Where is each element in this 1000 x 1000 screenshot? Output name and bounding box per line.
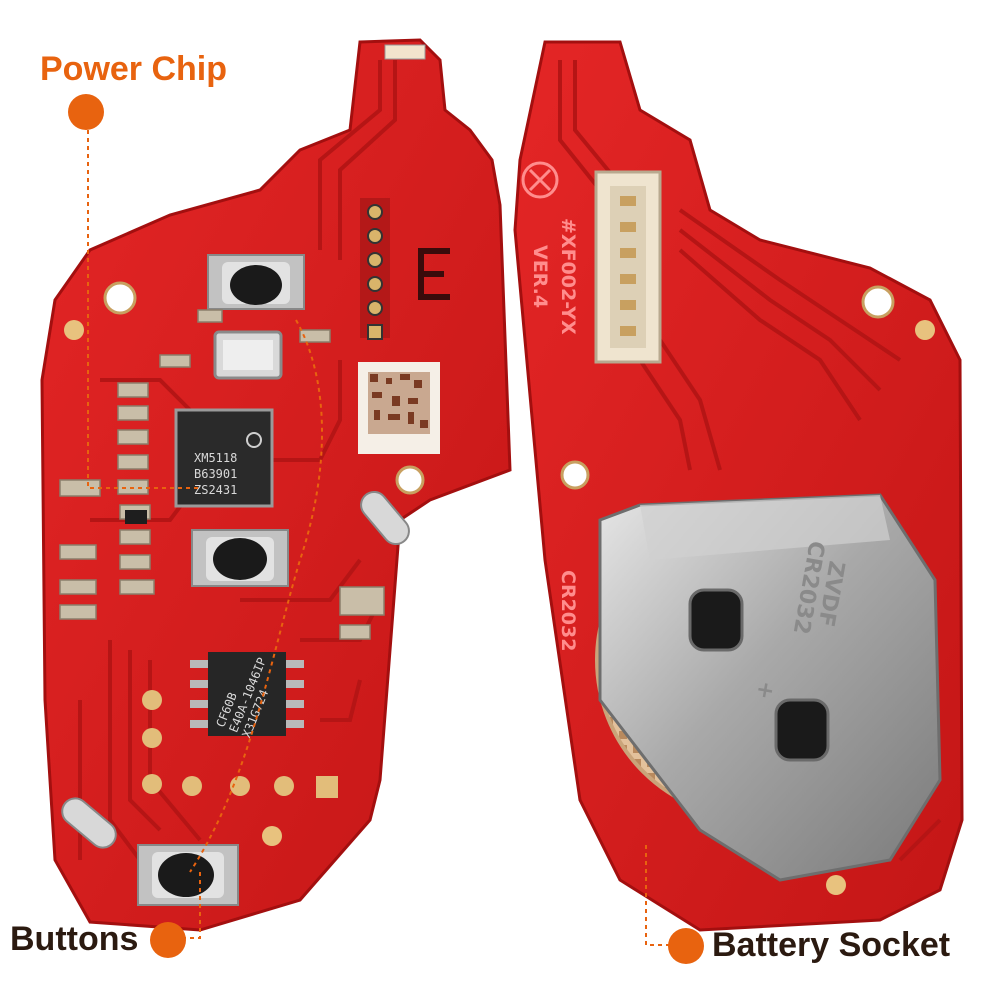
button-switch-top [207, 254, 305, 310]
svg-text:#XF002-YX: #XF002-YX [557, 218, 579, 335]
svg-text:B63901: B63901 [194, 467, 237, 481]
left-pcb-board: XM5118 B63901 ZS2431 [40, 38, 512, 939]
battery-connector-header [594, 170, 662, 364]
callout-buttons: Buttons [10, 920, 139, 958]
button-switch-middle [191, 529, 289, 587]
callout-power-chip: Power Chip [40, 50, 228, 88]
qr-sticker [358, 362, 440, 454]
svg-text:CR2032: CR2032 [557, 570, 579, 651]
right-pcb-board: #XF002-YX VER.4 CR2032 ZVDF CR2032 + [513, 40, 964, 946]
power-chip: XM5118 B63901 ZS2431 [174, 408, 274, 508]
battery-socket: ZVDF CR2032 + [595, 493, 942, 882]
svg-text:VER.4: VER.4 [529, 245, 551, 308]
callout-battery-socket: Battery Socket [712, 926, 951, 964]
pin-header [360, 198, 390, 340]
callout-battery-socket-dot [668, 928, 704, 964]
eeprom-chip: CF60B E40A-1046IP X31G724 [190, 652, 304, 740]
svg-text:ZS2431: ZS2431 [194, 483, 237, 497]
callout-buttons-dot [150, 922, 186, 958]
callout-power-chip-dot [68, 94, 104, 130]
svg-text:+: + [751, 679, 779, 701]
svg-text:XM5118: XM5118 [194, 451, 237, 465]
button-switch-bottom [137, 844, 239, 906]
